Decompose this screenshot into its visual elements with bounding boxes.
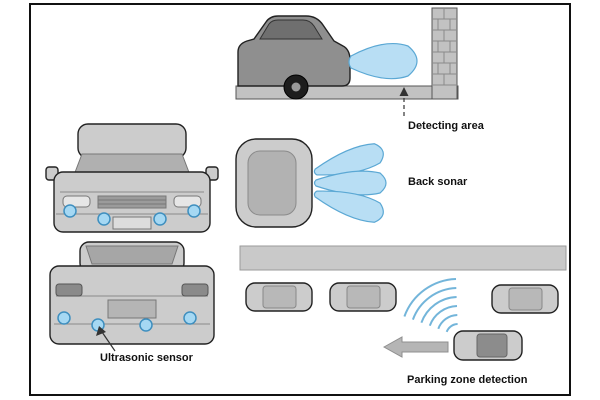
rear-window xyxy=(85,245,179,265)
taillight-left xyxy=(55,283,83,297)
sonar-beam-middle xyxy=(313,170,387,196)
ultrasonic-sensor-dot xyxy=(63,204,77,218)
license-plate xyxy=(112,216,152,230)
detecting-area-pointer xyxy=(399,87,409,116)
parking-zone-label: Parking zone detection xyxy=(407,374,528,386)
rear-detection-beam xyxy=(348,43,418,80)
sonar-beam-bottom xyxy=(313,190,384,223)
taillight-right xyxy=(181,283,209,297)
sonar-wave-arcs xyxy=(403,278,458,333)
side-view-car xyxy=(237,15,351,100)
ultrasonic-sensor-dot xyxy=(153,212,167,226)
back-sonar-label: Back sonar xyxy=(408,176,468,188)
direction-arrow xyxy=(382,336,449,358)
brick-wall xyxy=(431,7,458,100)
grille xyxy=(97,195,167,209)
ultrasonic-sensor-dot xyxy=(183,311,197,325)
parked-car-3 xyxy=(491,284,559,314)
headlight-right xyxy=(173,195,202,208)
top-view-scene xyxy=(235,138,387,228)
top-view-car xyxy=(235,138,313,228)
sonar-beam-top xyxy=(313,143,384,176)
front-view-car xyxy=(45,123,219,233)
ultrasonic-sensor-dot xyxy=(97,212,111,226)
parked-car-2 xyxy=(329,282,397,312)
ultrasonic-sensor-dot xyxy=(187,204,201,218)
ultrasonic-sensor-dot xyxy=(57,311,71,325)
ultrasonic-sensor-pointer xyxy=(96,326,116,352)
parked-car-1 xyxy=(245,282,313,312)
license-plate xyxy=(107,299,157,319)
ultrasonic-sensor-label: Ultrasonic sensor xyxy=(100,352,193,364)
ultrasonic-sensor-dot xyxy=(139,318,153,332)
road xyxy=(235,85,459,100)
moving-car xyxy=(453,330,523,361)
wheel-hub xyxy=(291,82,301,92)
car-roof xyxy=(247,150,297,216)
car-roof xyxy=(77,123,187,159)
parking-wall-bar xyxy=(239,245,567,271)
headlight-left xyxy=(62,195,91,208)
detecting-area-label: Detecting area xyxy=(408,120,484,132)
car-window xyxy=(259,19,323,40)
rear-view-car xyxy=(49,241,215,352)
parking-scene xyxy=(239,245,567,361)
back-sonar-beams xyxy=(313,143,387,223)
side-view-scene xyxy=(235,7,459,116)
